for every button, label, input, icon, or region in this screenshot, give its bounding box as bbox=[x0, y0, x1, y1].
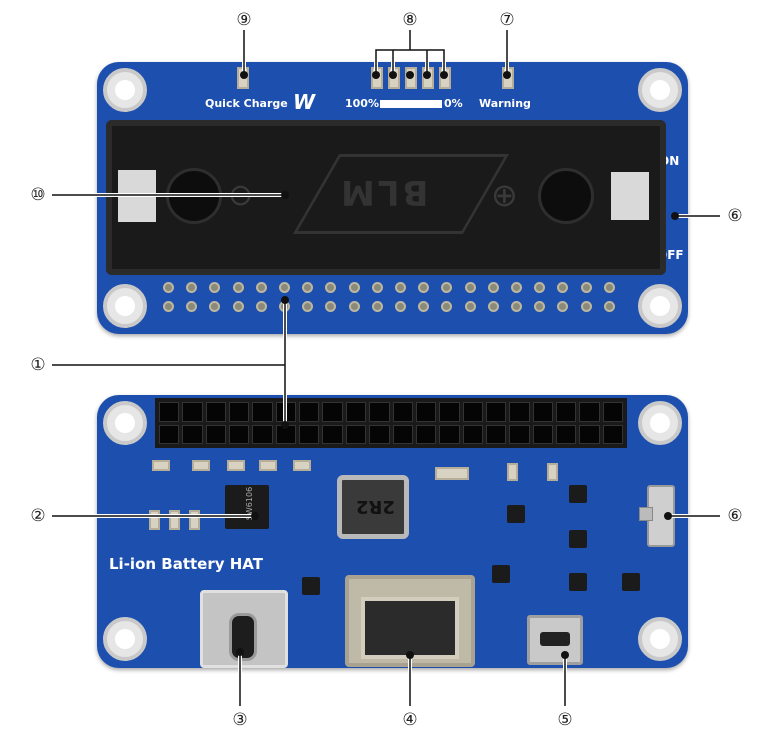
mosfet bbox=[569, 485, 587, 503]
mounting-hole bbox=[638, 617, 682, 661]
power-switch[interactable] bbox=[639, 485, 675, 547]
mounting-hole bbox=[638, 68, 682, 112]
mounting-hole bbox=[103, 401, 147, 445]
resistor bbox=[192, 460, 210, 471]
micro-usb-port[interactable] bbox=[527, 615, 583, 665]
gpio-header-bottom bbox=[155, 398, 627, 448]
mosfet bbox=[569, 573, 587, 591]
callout-1: ① bbox=[30, 355, 46, 375]
mounting-hole bbox=[103, 617, 147, 661]
callout-7: ⑦ bbox=[499, 10, 515, 30]
callout-8: ⑧ bbox=[402, 10, 418, 30]
capacitor bbox=[169, 510, 180, 530]
battery-contact-positive bbox=[611, 172, 649, 220]
resistor bbox=[293, 460, 311, 471]
micro-usb-opening bbox=[540, 632, 570, 646]
quick-charge-label: Quick Charge bbox=[205, 97, 288, 110]
capacitor bbox=[547, 463, 558, 481]
resistor bbox=[227, 460, 245, 471]
board-title: Li-ion Battery HAT bbox=[109, 555, 263, 573]
battery-cutout-right bbox=[538, 168, 594, 224]
inductor: 2R2 bbox=[337, 475, 409, 539]
mounting-hole bbox=[103, 68, 147, 112]
mosfet bbox=[302, 577, 320, 595]
mounting-hole bbox=[638, 284, 682, 328]
mosfet bbox=[492, 565, 510, 583]
capacitor bbox=[149, 510, 160, 530]
battery-level-bar bbox=[380, 100, 442, 108]
logo: W bbox=[293, 90, 316, 114]
usb-c-port[interactable] bbox=[200, 590, 288, 668]
gpio-pins-top bbox=[163, 282, 623, 312]
callout-2: ② bbox=[30, 506, 46, 526]
callout-9: ⑨ bbox=[236, 10, 252, 30]
warning-label: Warning bbox=[479, 97, 531, 110]
mounting-hole bbox=[638, 401, 682, 445]
callout-3: ③ bbox=[232, 710, 248, 730]
plus-symbol: ⊕ bbox=[491, 176, 518, 214]
callout-6-bottom: ⑥ bbox=[727, 506, 743, 526]
mounting-hole bbox=[103, 284, 147, 328]
switch-knob[interactable] bbox=[639, 507, 653, 521]
resistor bbox=[152, 460, 170, 471]
callout-4: ④ bbox=[402, 710, 418, 730]
capacitor bbox=[435, 467, 469, 480]
mosfet bbox=[622, 573, 640, 591]
percent-empty-label: 0% bbox=[444, 97, 463, 110]
capacitor bbox=[189, 510, 200, 530]
callout-6-top: ⑥ bbox=[727, 206, 743, 226]
callout-5: ⑤ bbox=[557, 710, 573, 730]
percent-full-label: 100% bbox=[345, 97, 379, 110]
mosfet bbox=[507, 505, 525, 523]
capacitor bbox=[507, 463, 518, 481]
resistor bbox=[259, 460, 277, 471]
sw6106-ic: SW6106 bbox=[225, 485, 269, 529]
mosfet bbox=[569, 530, 587, 548]
callout-10: ⑩ bbox=[30, 185, 46, 205]
